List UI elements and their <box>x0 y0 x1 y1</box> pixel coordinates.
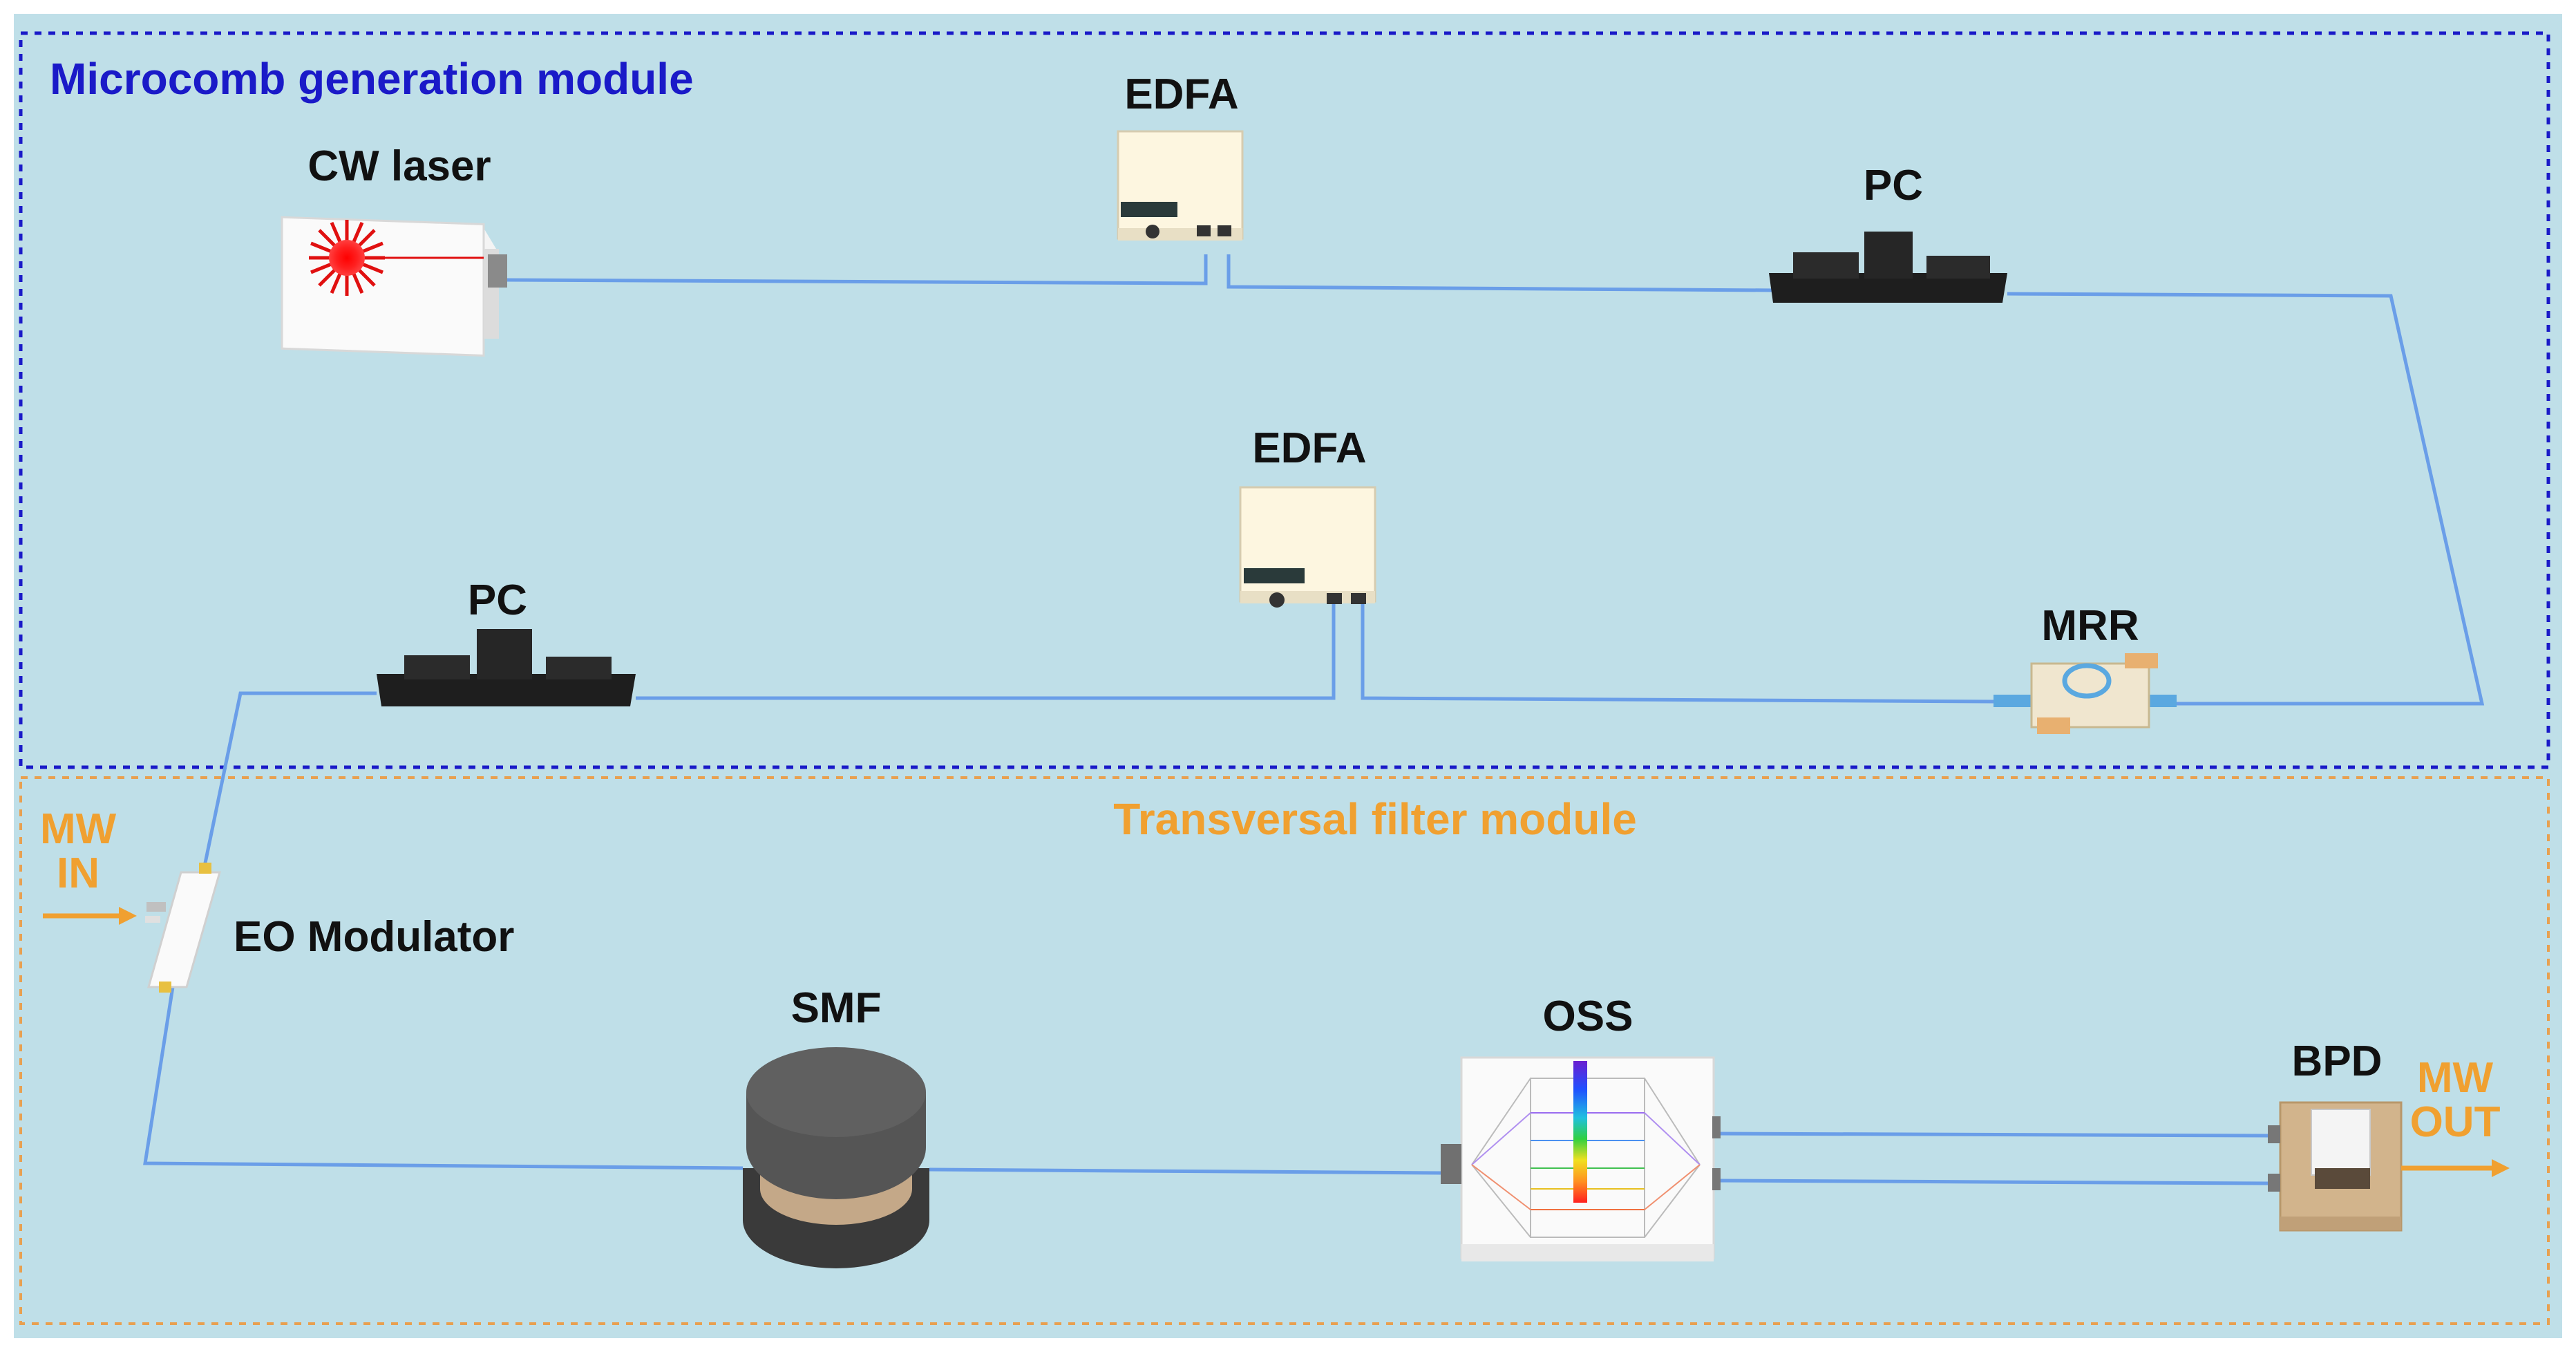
fiber-mrr-edfa2 <box>1361 601 1994 704</box>
pc-1-label: PC <box>1863 162 1924 209</box>
transversal-module-title: Transversal filter module <box>1113 794 1637 844</box>
polarization-controller-icon <box>377 629 636 706</box>
polarization-controller-icon <box>1769 232 2007 303</box>
pc-2-label: PC <box>467 576 528 624</box>
microcomb-module-box <box>19 31 2550 769</box>
optical-spectral-shaper-icon <box>1441 1056 1721 1261</box>
transversal-module-box <box>19 776 2550 1325</box>
edfa-2-label: EDFA <box>1252 424 1367 472</box>
fiber-pc-mrr <box>2007 292 2485 706</box>
fiber-laser-edfa <box>505 254 1208 285</box>
fiber-smf-oss <box>929 1167 1441 1175</box>
mw-in-arrow <box>43 907 137 925</box>
cw-laser-label: CW laser <box>307 142 491 190</box>
mw-out-arrow <box>2401 1159 2510 1177</box>
microring-resonator-icon <box>1993 653 2177 734</box>
mw-in-label: MW IN <box>40 807 116 896</box>
fiber-edfa2-pc2 <box>636 601 1336 700</box>
mw-in-line1: MW <box>40 805 117 853</box>
bpd-label: BPD <box>2291 1038 2383 1085</box>
edfa-1-label: EDFA <box>1124 71 1239 118</box>
microcomb-module-title: Microcomb generation module <box>50 54 694 104</box>
fiber-eom-smf <box>143 986 744 1170</box>
eo-modulator-label: EO Modulator <box>234 913 515 961</box>
fiber-spool-icon <box>743 1047 929 1268</box>
edfa-unit-icon <box>1239 486 1376 608</box>
fiber-oss-bpd-1 <box>1716 1132 2269 1138</box>
laser-starburst-icon <box>281 216 507 357</box>
fiber-pc2-eom <box>202 691 377 870</box>
fiber-oss-bpd-2 <box>1716 1179 2269 1185</box>
fiber-edfa-pc <box>1227 254 1777 292</box>
mw-out-line1: MW <box>2416 1054 2494 1102</box>
fiber-paths <box>143 254 2485 1185</box>
mw-out-line2: OUT <box>2409 1098 2501 1146</box>
eo-modulator-icon <box>145 863 221 993</box>
mrr-label: MRR <box>2041 602 2139 650</box>
mw-in-line2: IN <box>57 849 100 897</box>
edfa-unit-icon <box>1117 130 1244 241</box>
smf-label: SMF <box>790 984 882 1032</box>
oss-label: OSS <box>1542 993 1633 1040</box>
balanced-photodetector-icon <box>2268 1101 2403 1232</box>
mw-out-label: MW OUT <box>2403 1056 2507 1145</box>
